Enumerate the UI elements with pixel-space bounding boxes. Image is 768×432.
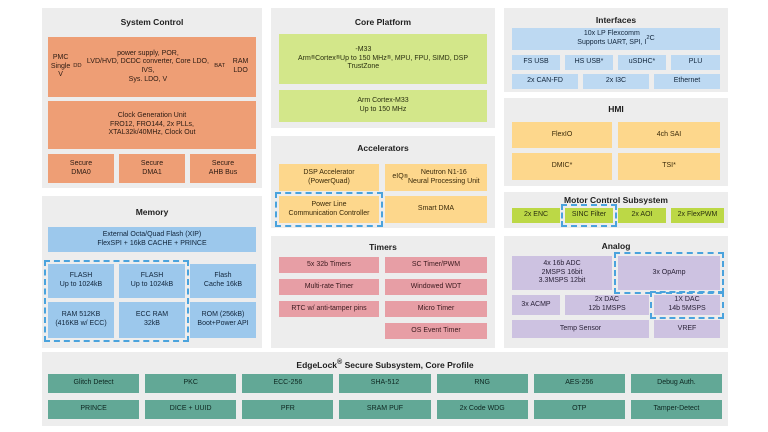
core-platform-title: Core Platform bbox=[354, 17, 412, 27]
edgelock-item-pfr: PFR bbox=[242, 400, 334, 419]
memory-panel: Memory External Octa/Quad Flash (XIP)Fle… bbox=[42, 196, 262, 348]
motor-control-title: Motor Control Subsystem bbox=[564, 195, 668, 205]
analog-title: Analog bbox=[601, 241, 631, 251]
rtc-block: RTC w/ anti-tamper pins bbox=[279, 301, 379, 317]
rom-block: ROM (256kB)Boot+Power API bbox=[190, 302, 256, 338]
edgelock-item-aes-256: AES-256 bbox=[533, 374, 625, 393]
timers-panel: Timers 5x 32b Timers SC Timer/PWM Multi-… bbox=[271, 236, 495, 348]
os-event-timer-block: OS Event Timer bbox=[385, 323, 487, 339]
fs-usb-block: FS USB bbox=[512, 55, 560, 70]
can-fd-block: 2x CAN-FD bbox=[512, 74, 578, 89]
usdhc-block: uSDHC* bbox=[618, 55, 666, 70]
timers-title: Timers bbox=[369, 242, 397, 252]
edgelock-item-pkc: PKC bbox=[145, 374, 237, 393]
ethernet-block: Ethernet bbox=[654, 74, 720, 89]
edgelock-item-dice-uuid: DICE + UUID bbox=[145, 400, 237, 419]
smart-dma-block: Smart DMA bbox=[385, 196, 487, 223]
motor-control-panel: Motor Control Subsystem 2x ENC SINC Filt… bbox=[504, 192, 728, 228]
edgelock-item-ecc-256: ECC-256 bbox=[242, 374, 334, 393]
flexpwm-block: 2x FlexPWM bbox=[671, 208, 724, 223]
edgelock-item-otp: OTP bbox=[533, 400, 625, 419]
acmp-block: 3x ACMP bbox=[512, 295, 560, 315]
dsp-accelerator-block: DSP Accelerator(PowerQuad) bbox=[279, 164, 379, 191]
edgelock-item-2x-code-wdg: 2x Code WDG bbox=[436, 400, 528, 419]
tsi-block: TSI* bbox=[618, 153, 720, 180]
enc-block: 2x ENC bbox=[512, 208, 560, 223]
ram-block: RAM 512KB(416KB w/ ECC) bbox=[48, 302, 114, 338]
accelerators-title: Accelerators bbox=[357, 143, 409, 153]
flexio-block: FlexIO bbox=[512, 122, 612, 148]
micro-timer-block: Micro Timer bbox=[385, 301, 487, 317]
opamp-block: 3x OpAmp bbox=[618, 256, 720, 290]
sai-block: 4ch SAI bbox=[618, 122, 720, 148]
hmi-panel: HMI FlexIO 4ch SAI DMIC* TSI* bbox=[504, 98, 728, 186]
multi-rate-timer-block: Multi-rate Timer bbox=[279, 279, 379, 295]
interfaces-title: Interfaces bbox=[595, 15, 637, 25]
i3c-block: 2x I3C bbox=[583, 74, 649, 89]
memory-title: Memory bbox=[135, 207, 169, 217]
sinc-filter-block: SINC Filter bbox=[565, 208, 613, 223]
aoi-block: 2x AOI bbox=[618, 208, 666, 223]
plu-block: PLU bbox=[671, 55, 720, 70]
temp-sensor-block: Temp Sensor bbox=[512, 320, 649, 338]
system-control-title: System Control bbox=[120, 17, 184, 27]
external-flash-block: External Octa/Quad Flash (XIP)FlexSPI + … bbox=[48, 227, 256, 252]
edgelock-item-prince: PRINCE bbox=[48, 400, 140, 419]
edgelock-item-tamper-detect: Tamper-Detect bbox=[630, 400, 722, 419]
hs-usb-block: HS USB* bbox=[565, 55, 613, 70]
edgelock-item-glitch-detect: Glitch Detect bbox=[48, 374, 140, 393]
edgelock-item-sha-512: SHA-512 bbox=[339, 374, 431, 393]
windowed-wdt-block: Windowed WDT bbox=[385, 279, 487, 295]
edgelock-item-sram-puf: SRAM PUF bbox=[339, 400, 431, 419]
accelerators-panel: Accelerators DSP Accelerator(PowerQuad) … bbox=[271, 136, 495, 228]
hmi-title: HMI bbox=[608, 104, 624, 114]
edgelock-title: EdgeLock® Secure Subsystem, Core Profile bbox=[296, 358, 474, 370]
32b-timers-block: 5x 32b Timers bbox=[279, 257, 379, 273]
vref-block: VREF bbox=[654, 320, 720, 338]
dmic-block: DMIC* bbox=[512, 153, 612, 180]
sc-timer-pwm-block: SC Timer/PWM bbox=[385, 257, 487, 273]
edgelock-panel: EdgeLock® Secure Subsystem, Core Profile… bbox=[42, 352, 728, 426]
edgelock-item-debug-auth: Debug Auth. bbox=[630, 374, 722, 393]
edgelock-item-rng: RNG bbox=[436, 374, 528, 393]
